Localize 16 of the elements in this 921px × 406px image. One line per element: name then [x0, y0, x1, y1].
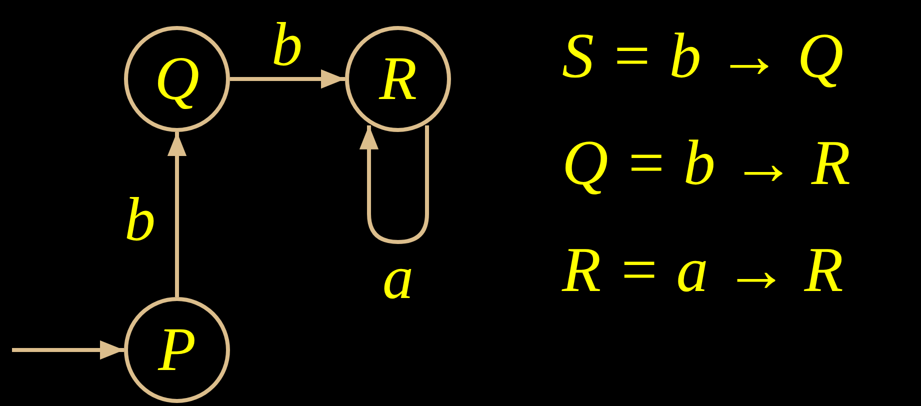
state-circle [345, 26, 451, 132]
state-name: R [379, 48, 417, 110]
edge-label: a [382, 247, 414, 309]
equation: R = a → R [562, 238, 844, 302]
arrow [12, 340, 124, 360]
arrow [359, 125, 429, 244]
equation: S = b → Q [562, 24, 844, 88]
state-name: Q [154, 48, 200, 110]
state-name: P [158, 319, 196, 381]
state-circle [124, 26, 230, 132]
state-circle [124, 297, 230, 403]
edge-label: b [272, 14, 302, 76]
equation: Q = b → R [562, 131, 850, 195]
arrow [167, 132, 187, 297]
arrow [230, 69, 345, 89]
edge-label: b [124, 189, 156, 251]
